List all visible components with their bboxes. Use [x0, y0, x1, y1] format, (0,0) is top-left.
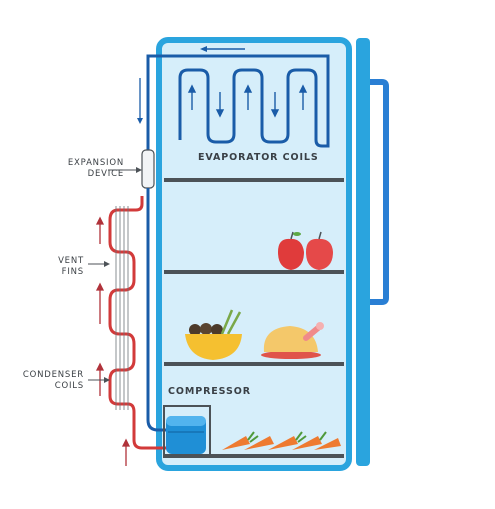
evaporator-flow-arrows — [187, 84, 308, 118]
condenser-coils — [108, 196, 168, 450]
bowl-icon — [185, 309, 242, 360]
shelves — [164, 178, 344, 458]
compressor-housing — [163, 405, 211, 458]
shelf-3 — [164, 362, 344, 366]
carrot-icon — [222, 431, 341, 450]
expansion-device-label: EXPANSION DEVICE — [67, 158, 124, 179]
return-line — [146, 188, 168, 432]
fridge-body — [156, 37, 352, 471]
roast-chicken-icon — [261, 322, 324, 359]
compressor-icon — [166, 416, 206, 454]
evaporator-coils — [146, 54, 330, 148]
evaporator-coils-label: EVAPORATOR COILS — [198, 152, 319, 163]
condenser-coils-label: CONDENSER COILS — [22, 370, 84, 391]
expansion-device-icon — [141, 149, 155, 189]
fridge-door-edge — [356, 38, 370, 466]
vent-fins-label: VENT FINS — [58, 256, 84, 277]
vent-fins — [115, 206, 129, 410]
shelf-2 — [164, 270, 344, 274]
shelf-1 — [164, 178, 344, 182]
door-handle — [370, 79, 389, 305]
compressor-label: COMPRESSOR — [168, 386, 251, 397]
apple-icon — [278, 231, 333, 270]
shelf-4 — [164, 454, 344, 458]
flow-arrow-top-head — [200, 46, 207, 52]
heat-arrows — [95, 216, 131, 466]
